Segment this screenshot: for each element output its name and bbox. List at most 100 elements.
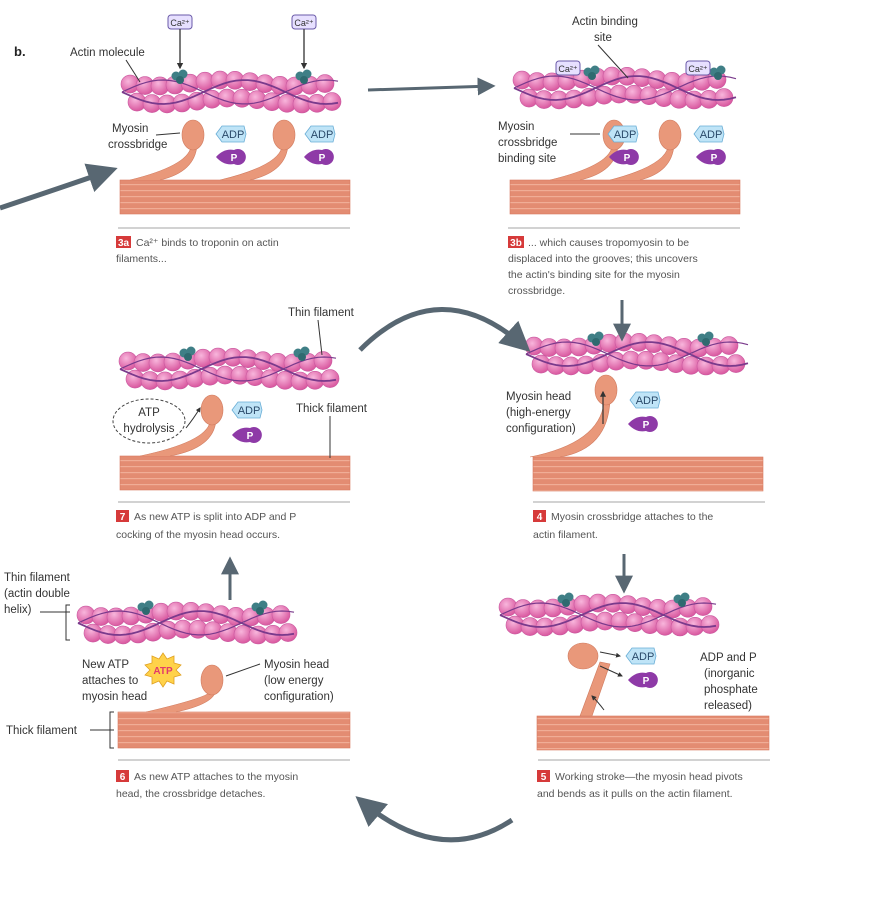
- svg-text:ADP: ADP: [311, 129, 334, 141]
- thick-filament-5: [536, 715, 770, 751]
- thick-filament-6: [117, 711, 351, 749]
- tropomyosin-strand: [119, 356, 337, 382]
- troponin-complex: [171, 69, 188, 84]
- svg-text:Ca²⁺: Ca²⁺: [170, 18, 190, 28]
- adp-3a-1: ADP: [215, 125, 247, 143]
- tropomyosin-strand: [525, 341, 749, 367]
- svg-text:P: P: [231, 153, 238, 164]
- thick-filament-3a: [119, 179, 351, 215]
- troponin-complex: [251, 600, 268, 615]
- label-released-2: (inorganic: [704, 668, 755, 680]
- tropomyosin-strand: [121, 79, 339, 105]
- actin-filament-6: [76, 600, 298, 645]
- label-thin-filament-6-3: helix): [4, 604, 32, 616]
- thick-filament-7: [119, 455, 351, 491]
- label-released-1: ADP and P: [700, 652, 757, 664]
- label-myosin-binding-site-2: crossbridge: [498, 137, 557, 149]
- label-actin-binding-site-2: site: [594, 32, 612, 44]
- actin-filament-4: [524, 331, 749, 376]
- svg-text:3a: 3a: [118, 238, 130, 249]
- label-myosin-head-6-1: Myosin head: [264, 659, 329, 671]
- troponin-complex: [709, 65, 726, 80]
- caption-3b-line3: the actin's binding site for the myosin: [508, 269, 680, 281]
- tropomyosin-strand: [77, 610, 295, 636]
- svg-text:P: P: [624, 153, 631, 164]
- caption-5-line2: and bends as it pulls on the actin filam…: [537, 788, 733, 800]
- arrow-into-3a: [0, 163, 118, 211]
- troponin-complex: [557, 592, 574, 607]
- svg-text:ADP: ADP: [700, 129, 723, 141]
- svg-text:Ca²⁺: Ca²⁺: [558, 64, 578, 74]
- myosin-head-4: [529, 374, 618, 458]
- step-badge-5: [537, 770, 550, 782]
- svg-text:P: P: [711, 153, 718, 164]
- phosphate-3a-1: P: [216, 149, 246, 165]
- actin-filament-3a: [120, 69, 342, 114]
- label-new-atp-1: New ATP: [82, 659, 129, 671]
- label-atp-hydrolysis-1: ATP: [138, 407, 160, 419]
- adp-5: ADP: [625, 647, 657, 665]
- step-badge-6: [116, 770, 129, 782]
- troponin-complex: [137, 600, 154, 615]
- myosin-head-3a-1: [129, 119, 205, 181]
- phosphate-3b-1: P: [609, 149, 639, 165]
- label-myosin-binding-site-1: Myosin: [498, 121, 534, 133]
- thick-filament-4: [532, 456, 764, 492]
- adp-7: ADP: [231, 401, 263, 419]
- svg-text:P: P: [643, 420, 650, 431]
- label-actin-binding-site-1: Actin binding: [572, 16, 638, 28]
- panel-3b: Actin binding site Ca²⁺ Ca²⁺ Myosin cros…: [498, 16, 740, 297]
- tropomyosin-strand: [499, 602, 717, 628]
- svg-text:7: 7: [120, 512, 126, 523]
- caption-4-line1: Myosin crossbridge attaches to the: [551, 511, 713, 523]
- svg-text:ADP: ADP: [636, 395, 659, 407]
- caption-5-line1: Working stroke—the myosin head pivots: [555, 771, 743, 783]
- label-myosin-head-6-3: configuration): [264, 691, 334, 703]
- atp-starburst: ATP: [144, 652, 182, 688]
- actin-filament-5: [498, 592, 720, 637]
- svg-text:Ca²⁺: Ca²⁺: [294, 18, 314, 28]
- myosin-head-3b-2: [609, 119, 682, 181]
- adp-3b-2: ADP: [693, 125, 725, 143]
- svg-text:5: 5: [541, 772, 547, 783]
- caption-3a-line1: Ca²⁺ binds to troponin on actin: [136, 237, 279, 249]
- caption-3a-line2: filaments...: [116, 253, 167, 265]
- step-badge-3a: [116, 236, 131, 248]
- atp-hydrolysis-bubble: [112, 398, 186, 444]
- tropomyosin-strand: [513, 75, 737, 101]
- svg-text:ATP: ATP: [153, 666, 173, 677]
- label-thin-filament-6-2: (actin double: [4, 588, 70, 600]
- tropomyosin-strand: [121, 79, 339, 105]
- label-atp-hydrolysis-2: hydrolysis: [123, 423, 174, 435]
- troponin-complex: [293, 346, 310, 361]
- svg-text:P: P: [643, 676, 650, 687]
- myosin-head-3a-2: [219, 119, 296, 181]
- svg-text:P: P: [319, 153, 326, 164]
- adp-4: ADP: [629, 391, 661, 409]
- caption-7-line2: cocking of the myosin head occurs.: [116, 529, 280, 541]
- tropomyosin-strand: [513, 75, 737, 101]
- caption-3b-line2: displaced into the grooves; this uncover…: [508, 253, 698, 265]
- label-thin-filament-6-1: Thin filament: [4, 572, 71, 584]
- phosphate-3a-2: P: [304, 149, 334, 165]
- panel-7: Thin filament Thick filament ATP hydroly…: [112, 307, 368, 541]
- tropomyosin-strand: [525, 341, 749, 367]
- phosphate-5: P: [628, 672, 658, 689]
- svg-text:4: 4: [537, 512, 543, 523]
- calcium-ion-3: Ca²⁺: [555, 60, 581, 76]
- caption-3b-line4: crossbridge.: [508, 285, 565, 297]
- label-actin-molecule: Actin molecule: [70, 47, 145, 59]
- troponin-complex: [697, 331, 714, 346]
- thick-filament-3b: [509, 179, 741, 215]
- tropomyosin-strand: [119, 356, 337, 382]
- figure-label: b.: [14, 44, 26, 59]
- caption-6-line1: As new ATP attaches to the myosin: [134, 771, 298, 783]
- calcium-ion-1: Ca²⁺: [167, 14, 193, 70]
- svg-text:P: P: [247, 431, 254, 442]
- calcium-ion-4: Ca²⁺: [685, 60, 711, 76]
- myosin-head-5: [567, 642, 611, 717]
- label-myosin-head-4-1: Myosin head: [506, 391, 571, 403]
- actin-filament-3b: [512, 65, 737, 110]
- step-badge-3b: [508, 236, 524, 248]
